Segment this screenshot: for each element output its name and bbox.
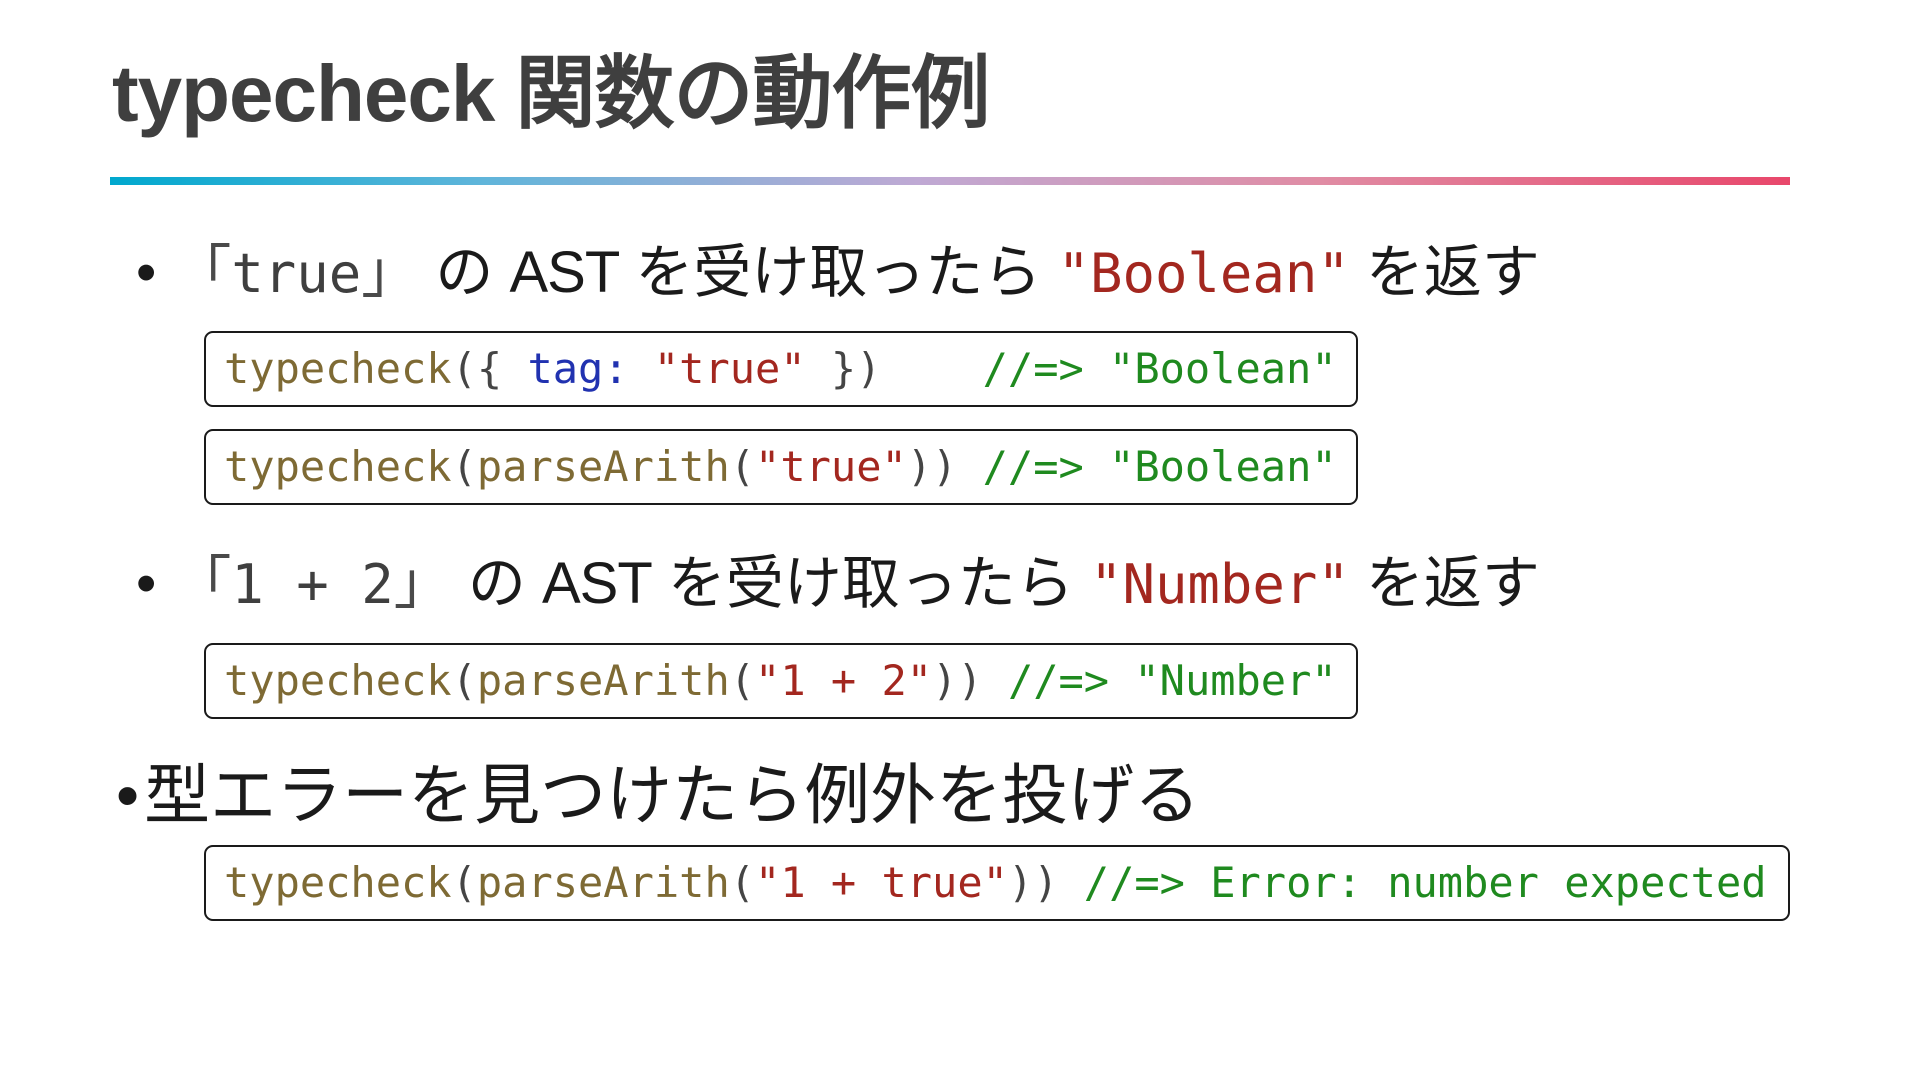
bullet-text-segment: の — [419, 240, 510, 305]
bullet-text-segment: を返す — [1349, 240, 1540, 305]
bullet-item: •「true」 の AST を受け取ったら "Boolean" を返す — [136, 240, 1540, 307]
bullet-text-segment: true — [231, 242, 362, 305]
code-token-com: //=> "Boolean" — [982, 344, 1337, 393]
code-token-fn: typecheck — [224, 344, 452, 393]
code-token-str: "true" — [653, 344, 806, 393]
bullet-item: •型エラーを見つけたら例外を投げる — [116, 758, 1200, 834]
code-token-punct: )) — [932, 656, 983, 705]
bullet-text-segment: 」 — [361, 240, 420, 305]
code-token-punct: ( — [451, 858, 477, 907]
code-token-fn: typecheck — [224, 858, 452, 907]
code-token-punct: )) — [906, 442, 958, 491]
code-line: typecheck(parseArith("1 + true")) //=> E… — [224, 862, 1767, 904]
code-token-str: "1 + 2" — [755, 656, 933, 705]
code-token-plain — [983, 656, 1008, 705]
code-token-punct: ( — [729, 656, 756, 705]
code-token-key: tag: — [527, 344, 629, 393]
bullet-text-segment: 型エラーを見つけたら例外を投げる — [144, 758, 1201, 832]
bullet-text-segment: 「 — [173, 551, 232, 616]
code-token-com: //=> Error: number expected — [1083, 858, 1767, 907]
code-token-plain — [1059, 858, 1084, 907]
code-line: typecheck({ tag: "true" }) //=> "Boolean… — [224, 348, 1337, 390]
code-token-punct: ( — [729, 442, 756, 491]
code-token-com: //=> "Number" — [1007, 656, 1337, 705]
code-token-fn: parseArith — [476, 858, 730, 907]
bullet-marker: • — [136, 551, 157, 616]
code-token-punct: ( — [729, 858, 756, 907]
slide-title: typecheck 関数の動作例 — [112, 49, 991, 138]
code-token-punct: )) — [1007, 858, 1059, 907]
code-token-fn: parseArith — [476, 656, 730, 705]
bullet-marker: • — [116, 758, 140, 832]
code-token-punct: }) — [805, 344, 882, 393]
bullet-text-segment: を返す — [1349, 551, 1540, 616]
code-box: typecheck(parseArith("1 + true")) //=> E… — [204, 845, 1790, 921]
bullet-item: •「1 + 2」 の AST を受け取ったら "Number" を返す — [136, 551, 1540, 618]
bullet-text-segment: を受け取ったら — [651, 551, 1090, 616]
code-token-com: //=> "Boolean" — [982, 442, 1337, 491]
bullet-text-segment: を受け取ったら — [619, 240, 1058, 305]
bullet-text-segment: "Number" — [1090, 553, 1350, 616]
code-box: typecheck(parseArith("true")) //=> "Bool… — [204, 429, 1358, 505]
code-line: typecheck(parseArith("1 + 2")) //=> "Num… — [224, 660, 1337, 702]
code-token-str: "true" — [755, 442, 907, 491]
title-underline — [110, 177, 1790, 185]
bullet-text-segment: 1 + 2 — [231, 553, 394, 616]
bullet-text-segment: AST — [509, 240, 620, 305]
code-token-fn: typecheck — [224, 442, 452, 491]
code-token-fn: typecheck — [224, 656, 452, 705]
bullet-text-segment: 」 — [393, 551, 452, 616]
code-token-fn: parseArith — [476, 442, 730, 491]
code-token-punct: ( — [451, 442, 477, 491]
code-token-punct: ({ — [451, 344, 528, 393]
bullet-text-segment: 「 — [173, 240, 232, 305]
code-box: typecheck(parseArith("1 + 2")) //=> "Num… — [204, 643, 1358, 719]
code-token-plain — [881, 344, 982, 393]
code-token-plain — [957, 442, 982, 491]
bullet-marker: • — [136, 240, 157, 305]
code-token-plain — [629, 344, 654, 393]
code-token-str: "1 + true" — [755, 858, 1008, 907]
bullet-text-segment: "Boolean" — [1057, 242, 1350, 305]
bullet-text-segment: の — [451, 551, 542, 616]
code-box: typecheck({ tag: "true" }) //=> "Boolean… — [204, 331, 1358, 407]
code-token-punct: ( — [451, 656, 477, 705]
code-line: typecheck(parseArith("true")) //=> "Bool… — [224, 446, 1337, 488]
bullet-text-segment: AST — [541, 551, 653, 616]
